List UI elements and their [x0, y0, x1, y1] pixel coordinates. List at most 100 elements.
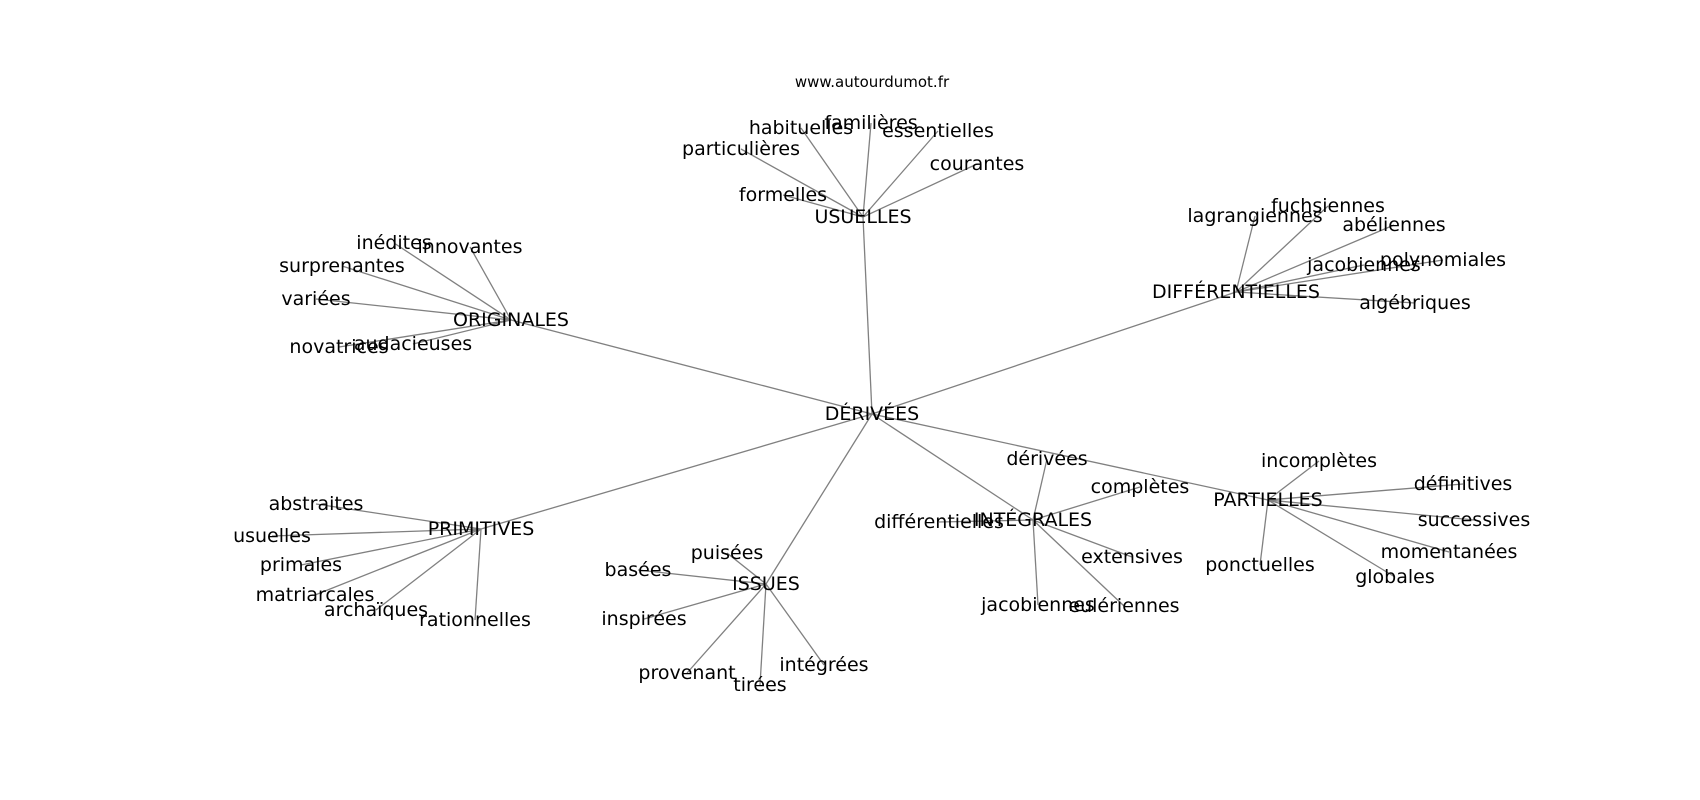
- leaf-node: puisées: [691, 542, 764, 564]
- edge-center-partielles: [871, 413, 1269, 501]
- edge-partielles-leaf: [1267, 499, 1450, 553]
- edge-issues-leaf: [637, 569, 767, 585]
- group-node-issues: ISSUES: [732, 573, 800, 595]
- edge-usuelles-leaf: [862, 130, 939, 218]
- edge-differentielles-leaf: [1235, 291, 1416, 304]
- leaf-node: basées: [605, 559, 672, 581]
- group-node-integrales: INTÉGRALES: [974, 508, 1092, 531]
- group-node-differentielles: DIFFÉRENTIELLES: [1152, 280, 1320, 303]
- edge-integrales-leaf: [1032, 458, 1048, 521]
- leaf-node: jacobiennes: [1306, 254, 1421, 276]
- leaf-node: intégrées: [779, 654, 868, 676]
- leaf-node: fuchsiennes: [1271, 195, 1385, 217]
- edge-primitives-leaf: [314, 528, 482, 596]
- leaf-node: matriarcales: [256, 584, 375, 606]
- leaf-node: polynomiales: [1380, 249, 1506, 271]
- edge-integrales-leaf: [1032, 519, 1125, 607]
- leaf-node: audacieuses: [354, 333, 472, 355]
- leaf-node: rationnelles: [419, 609, 531, 631]
- edge-integrales-leaf: [938, 519, 1034, 523]
- leaf-node: courantes: [930, 153, 1025, 175]
- edge-issues-leaf: [765, 583, 825, 666]
- edge-issues-leaf: [726, 552, 767, 585]
- center-node: DÉRIVÉES: [825, 402, 920, 425]
- edge-partielles-leaf: [1267, 483, 1464, 501]
- edge-differentielles-leaf: [1235, 264, 1365, 293]
- edge-center-issues: [765, 413, 873, 585]
- edge-issues-leaf: [643, 583, 767, 620]
- edge-usuelles-leaf: [862, 122, 872, 218]
- edge-center-originales: [510, 319, 873, 415]
- leaf-node: archaïques: [324, 599, 428, 621]
- graph-edges: [271, 122, 1475, 686]
- edge-integrales-leaf: [1032, 519, 1133, 558]
- group-node-partielles: PARTIELLES: [1213, 489, 1323, 511]
- leaf-node: novatrices: [289, 336, 388, 358]
- leaf-node: familières: [824, 112, 917, 134]
- edge-usuelles-leaf: [740, 148, 864, 218]
- edge-partielles-leaf: [1267, 499, 1475, 521]
- leaf-node: successives: [1418, 509, 1530, 531]
- leaf-node: primales: [260, 554, 342, 576]
- leaf-node: innovantes: [418, 236, 523, 258]
- edge-partielles-leaf: [1267, 499, 1396, 578]
- edge-differentielles-leaf: [1235, 215, 1256, 293]
- leaf-node: inédites: [356, 232, 431, 254]
- edge-integrales-leaf: [1032, 486, 1141, 521]
- edge-originales-leaf: [412, 319, 512, 345]
- leaf-node: définitives: [1414, 473, 1513, 495]
- leaf-node: jacobiennes: [980, 594, 1095, 616]
- edge-originales-leaf: [393, 242, 512, 321]
- leaf-node: eulériennes: [1068, 595, 1179, 617]
- leaf-node: extensives: [1081, 546, 1183, 568]
- group-node-originales: ORIGINALES: [453, 309, 569, 331]
- leaf-node: algébriques: [1359, 292, 1471, 314]
- edge-originales-leaf: [469, 246, 512, 321]
- edge-center-primitives: [480, 413, 873, 530]
- edge-center-differentielles: [871, 291, 1237, 415]
- edge-integrales-leaf: [1032, 519, 1039, 606]
- edge-differentielles-leaf: [1235, 259, 1444, 293]
- leaf-node: momentanées: [1381, 541, 1518, 563]
- leaf-node: lagrangiennes: [1187, 205, 1322, 227]
- edge-primitives-leaf: [300, 528, 482, 566]
- edge-usuelles-leaf: [800, 127, 864, 218]
- source-credit: www.autourdumot.fr: [795, 73, 950, 91]
- graph-labels: www.autourdumot.fr DÉRIVÉES USUELLES habit…: [233, 73, 1530, 696]
- leaf-node: complètes: [1091, 476, 1190, 498]
- leaf-node: surprenantes: [279, 255, 405, 277]
- edge-partielles-leaf: [1267, 460, 1320, 501]
- group-node-primitives: PRIMITIVES: [428, 518, 535, 540]
- leaf-node: variées: [281, 288, 350, 310]
- leaf-node: particulières: [682, 138, 800, 160]
- edge-originales-leaf: [341, 265, 512, 321]
- group-node-usuelles: USUELLES: [814, 206, 911, 228]
- leaf-node: habituelles: [749, 117, 853, 139]
- leaf-node: dérivées: [1006, 448, 1087, 470]
- leaf-node: différentielles: [874, 511, 1004, 533]
- edge-originales-leaf: [315, 298, 512, 321]
- edge-center-usuelles: [862, 216, 873, 415]
- leaf-node: abéliennes: [1342, 214, 1445, 236]
- edge-usuelles-leaf: [782, 194, 864, 218]
- leaf-node: essentielles: [882, 120, 994, 142]
- edge-primitives-leaf: [271, 528, 482, 537]
- edge-primitives-leaf: [474, 528, 482, 621]
- leaf-node: incomplètes: [1261, 450, 1377, 472]
- leaf-node: ponctuelles: [1205, 554, 1315, 576]
- leaf-node: abstraites: [269, 493, 364, 515]
- edge-usuelles-leaf: [862, 163, 978, 218]
- edge-originales-leaf: [338, 319, 512, 348]
- leaf-node: usuelles: [233, 525, 311, 547]
- edge-differentielles-leaf: [1235, 205, 1329, 293]
- edge-primitives-leaf: [375, 528, 482, 611]
- leaf-node: formelles: [739, 184, 827, 206]
- leaf-node: provenant: [638, 662, 735, 684]
- edge-primitives-leaf: [315, 503, 482, 530]
- edge-partielles-leaf: [1259, 499, 1269, 566]
- leaf-node: inspirées: [601, 608, 686, 630]
- leaf-node: tirées: [733, 674, 786, 696]
- edge-differentielles-leaf: [1235, 224, 1395, 293]
- edge-issues-leaf: [759, 583, 767, 686]
